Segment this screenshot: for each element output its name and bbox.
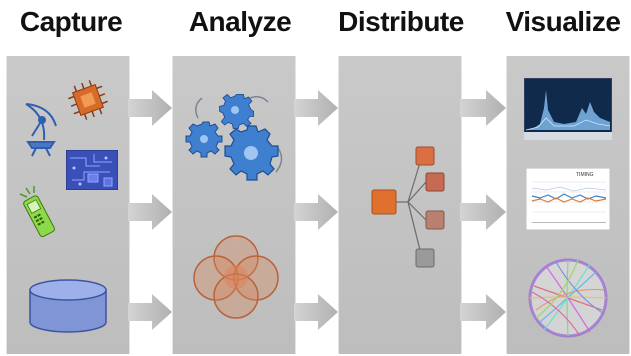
distribute-panel — [338, 56, 462, 354]
arrow-distribute-visualize-1 — [460, 90, 506, 126]
arrow-distribute-visualize-2 — [460, 194, 506, 230]
tree-node-2 — [425, 172, 445, 192]
gears-icon — [185, 93, 283, 181]
tree-node-3 — [425, 210, 445, 230]
arrow-capture-analyze-3 — [128, 294, 172, 330]
chord-diagram-thumbnail — [528, 258, 608, 338]
arrow-analyze-distribute-1 — [294, 90, 338, 126]
tree-root-node — [371, 189, 397, 215]
circuit-board-icon — [66, 150, 118, 190]
tree-node-4 — [415, 248, 435, 268]
arrow-analyze-distribute-3 — [294, 294, 338, 330]
distribution-tree-icon — [371, 146, 445, 268]
line-chart-title: TIMING — [576, 172, 594, 178]
mobile-phone-icon — [19, 186, 55, 238]
waveform-chart-thumbnail — [524, 78, 612, 140]
line-chart-thumbnail: TIMING — [526, 168, 610, 230]
stage-title-analyze: Analyze — [188, 6, 292, 37]
arrow-capture-analyze-1 — [128, 90, 172, 126]
venn-diagram-icon — [193, 235, 279, 319]
stage-title-distribute: Distribute — [338, 6, 464, 37]
database-cylinder-icon — [29, 279, 107, 333]
stage-title-visualize: Visualize — [505, 6, 621, 37]
arrow-distribute-visualize-3 — [460, 294, 506, 330]
satellite-dish-icon — [25, 103, 57, 157]
microchip-icon — [68, 80, 108, 120]
tree-node-1 — [415, 146, 435, 166]
arrow-analyze-distribute-2 — [294, 194, 338, 230]
arrow-capture-analyze-2 — [128, 194, 172, 230]
stage-title-capture: Capture — [19, 6, 123, 37]
